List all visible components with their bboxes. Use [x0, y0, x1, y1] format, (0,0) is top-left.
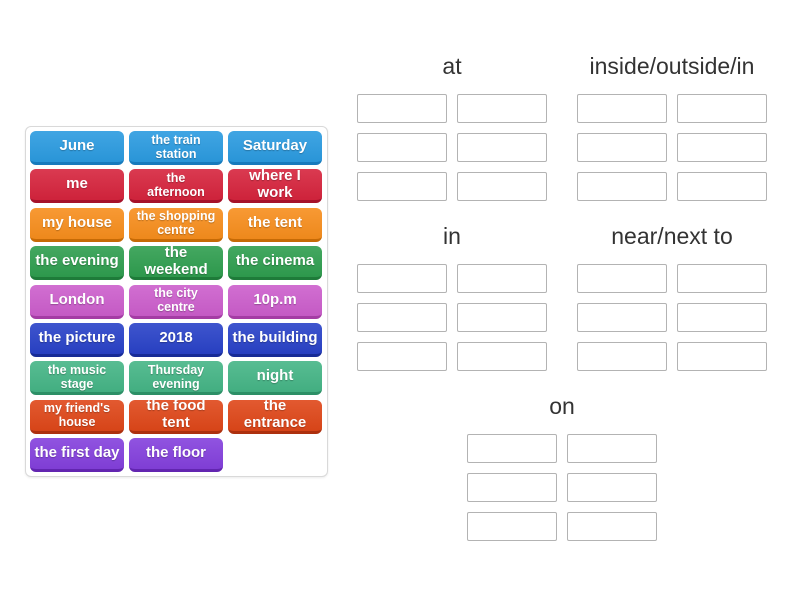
drop-slot[interactable] [357, 172, 447, 201]
drop-slot[interactable] [567, 512, 657, 541]
drop-slot[interactable] [577, 303, 667, 332]
word-tile[interactable]: London [30, 284, 124, 319]
group-slots-at [357, 94, 547, 201]
drop-slot[interactable] [457, 342, 547, 371]
drop-slot[interactable] [677, 133, 767, 162]
word-tile[interactable]: the shopping centre [129, 207, 223, 242]
drop-slot[interactable] [467, 473, 557, 502]
drop-slot[interactable] [457, 94, 547, 123]
drop-slot[interactable] [577, 342, 667, 371]
drop-slot[interactable] [457, 303, 547, 332]
drop-slot[interactable] [457, 172, 547, 201]
group-slots-near-next-to [577, 264, 767, 371]
word-tile[interactable]: the picture [30, 322, 124, 357]
group-slots-inside-outside-in [577, 94, 767, 201]
word-tile[interactable]: the first day [30, 438, 124, 473]
drop-slot[interactable] [677, 303, 767, 332]
drop-slot[interactable] [677, 172, 767, 201]
word-tile[interactable]: Thursday evening [129, 361, 223, 396]
group-header-inside-outside-in: inside/outside/in [589, 53, 755, 79]
drop-slot[interactable] [577, 94, 667, 123]
word-tile[interactable]: my friend's house [30, 399, 124, 434]
word-tile[interactable]: the tent [228, 207, 322, 242]
drop-slot[interactable] [677, 342, 767, 371]
word-tile[interactable]: me [30, 169, 124, 204]
word-tile[interactable]: the evening [30, 246, 124, 281]
word-tile[interactable]: 10p.m [228, 284, 322, 319]
word-tile[interactable]: 2018 [129, 322, 223, 357]
word-tile[interactable]: June [30, 131, 124, 165]
word-tile[interactable]: where I work [228, 167, 322, 204]
group-at: at [357, 50, 547, 201]
group-header-at: at [442, 53, 462, 79]
drop-slot[interactable] [677, 264, 767, 293]
word-tile[interactable]: the city centre [129, 284, 223, 319]
group-on: on [467, 390, 657, 541]
group-in: in [357, 220, 547, 371]
drop-slot[interactable] [357, 94, 447, 123]
drop-slot[interactable] [567, 473, 657, 502]
drop-slot[interactable] [357, 342, 447, 371]
group-near-next-to: near/next to [577, 220, 767, 371]
word-tile[interactable]: night [228, 361, 322, 396]
word-tile[interactable]: the entrance [228, 398, 322, 434]
group-header-on: on [549, 393, 575, 419]
group-header-near-next-to: near/next to [611, 223, 733, 249]
drop-slot[interactable] [467, 512, 557, 541]
word-tile[interactable]: the food tent [129, 398, 223, 434]
drop-slot[interactable] [357, 133, 447, 162]
drop-slot[interactable] [677, 94, 767, 123]
word-tile[interactable]: the weekend [129, 244, 223, 281]
drop-slot[interactable] [357, 264, 447, 293]
drop-slot[interactable] [577, 172, 667, 201]
word-tile[interactable]: the afternoon [129, 169, 223, 204]
drop-slot[interactable] [567, 434, 657, 463]
word-tile[interactable]: the floor [129, 438, 223, 473]
word-tile[interactable]: the cinema [228, 246, 322, 281]
drop-slot[interactable] [577, 264, 667, 293]
drop-slot[interactable] [457, 133, 547, 162]
drop-slot[interactable] [357, 303, 447, 332]
group-slots-in [357, 264, 547, 371]
group-slots-on [467, 434, 657, 541]
group-header-in: in [443, 223, 461, 249]
drop-slot[interactable] [467, 434, 557, 463]
drop-slot[interactable] [577, 133, 667, 162]
word-tile[interactable]: the music stage [30, 361, 124, 396]
word-tile[interactable]: the building [228, 322, 322, 357]
word-tile[interactable]: the train station [129, 131, 223, 165]
word-tile[interactable]: my house [30, 207, 124, 242]
group-inside-outside-in: inside/outside/in [577, 50, 767, 201]
drop-slot[interactable] [457, 264, 547, 293]
word-tile[interactable]: Saturday [228, 131, 322, 165]
